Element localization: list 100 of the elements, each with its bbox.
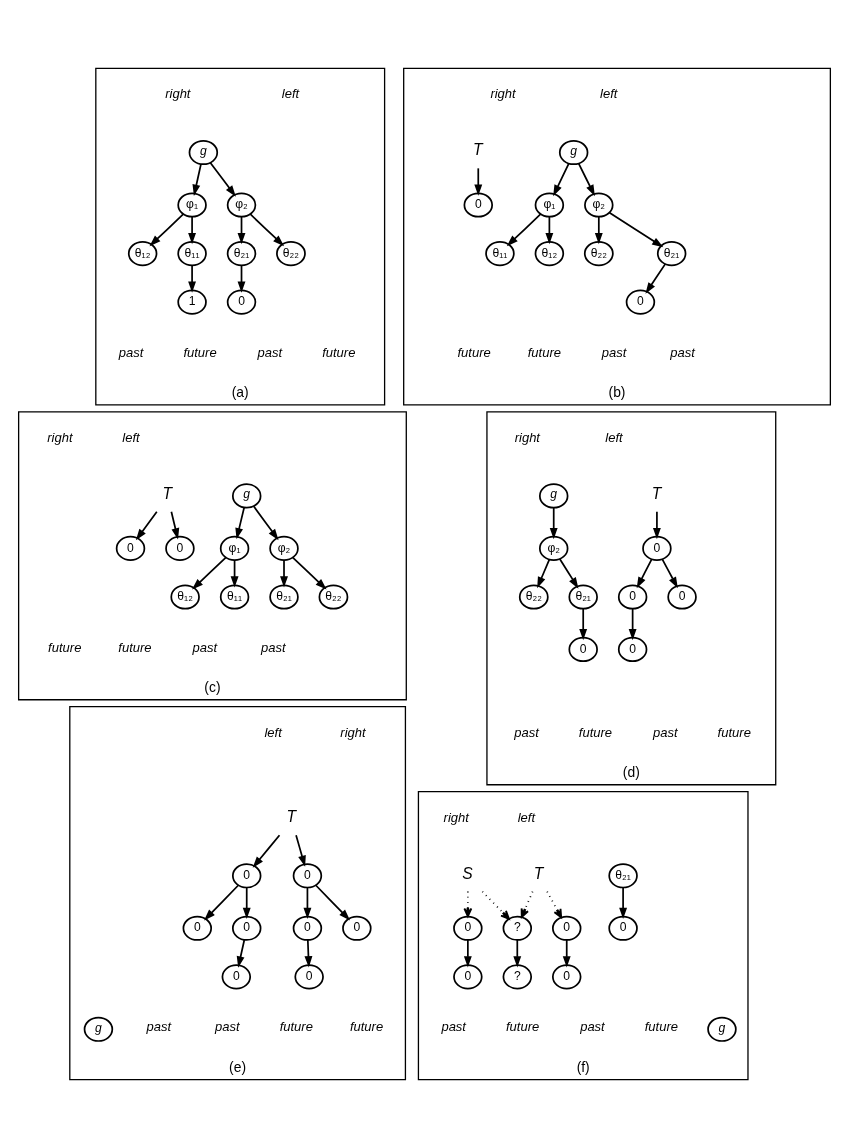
label: left	[605, 429, 623, 445]
node-ellipse: 0	[463, 191, 493, 218]
node-ellipse: g	[558, 139, 589, 165]
node-ellipse: θ₂₂	[518, 583, 549, 610]
node-ellipse: φ₂	[269, 535, 299, 561]
node-ellipse: 0	[221, 963, 252, 989]
node-ellipse: 0	[552, 915, 582, 941]
arrow	[628, 607, 637, 640]
label: future	[118, 639, 152, 655]
node-ellipse: 0	[568, 636, 598, 662]
arrow	[579, 607, 588, 640]
label: left	[600, 85, 618, 101]
node-ellipse: 0	[182, 915, 213, 941]
label: future	[506, 1018, 540, 1034]
arrow	[577, 162, 595, 196]
arrow	[192, 162, 202, 196]
node-ellipse: θ₂₂	[318, 583, 349, 610]
label: past	[670, 344, 695, 360]
label: right	[165, 85, 191, 101]
arrow	[249, 212, 285, 246]
node-ellipse: φ₂	[538, 535, 569, 561]
arrow	[188, 215, 197, 244]
node-ellipse: 0	[608, 915, 638, 941]
arrow	[292, 556, 327, 590]
node-ellipse: θ₁₁	[219, 583, 250, 610]
arrow	[608, 211, 664, 247]
label: left	[281, 85, 300, 101]
node-ellipse: g	[707, 1016, 737, 1042]
node-ellipse: 0	[294, 963, 324, 989]
arrow	[549, 506, 558, 539]
arrow	[636, 558, 653, 588]
node-ellipse: g	[231, 482, 262, 509]
node-ellipse: φ₂	[226, 191, 257, 218]
label: future	[183, 344, 217, 360]
node-ellipse: g	[538, 482, 569, 509]
node-ellipse: θ₂₁	[226, 240, 257, 266]
label: past	[192, 639, 218, 655]
label: right	[514, 429, 540, 445]
arrow	[546, 890, 563, 918]
node-ellipse: 1	[177, 289, 207, 315]
arrow	[204, 883, 240, 920]
arrow	[619, 886, 628, 919]
node-ellipse: θ₂₁	[568, 583, 598, 610]
label: future	[644, 1018, 679, 1034]
node-ellipse: 0	[231, 862, 262, 888]
arrow	[135, 510, 158, 540]
arrow	[235, 506, 245, 539]
arrow	[652, 510, 661, 539]
node-ellipse: φ₁	[219, 535, 250, 561]
label: future	[279, 1018, 313, 1034]
label: right	[47, 429, 73, 445]
label: past	[580, 1018, 605, 1034]
node-ellipse: φ₁	[534, 191, 565, 218]
label: future	[578, 724, 613, 740]
node-ellipse: 0	[617, 636, 648, 662]
arrow	[661, 558, 678, 588]
node-ellipse: 0	[667, 583, 697, 610]
arrow	[295, 833, 306, 867]
label: past	[257, 344, 283, 360]
node-ellipse: θ₁₁	[177, 240, 207, 266]
label: past	[653, 724, 678, 740]
arrow	[303, 886, 312, 919]
arrow	[645, 262, 667, 294]
node-ellipse: θ₂₁	[608, 862, 638, 888]
label: left	[264, 724, 282, 740]
node-ellipse: θ₁₂	[170, 583, 200, 610]
node-text: T	[286, 807, 297, 825]
arrow	[280, 558, 288, 588]
label: future	[457, 344, 491, 360]
label: past	[146, 1018, 172, 1034]
node-ellipse: 0	[165, 535, 195, 561]
node-ellipse: 0	[617, 583, 648, 610]
node-ellipse: 0	[115, 535, 146, 561]
node-ellipse: θ₂₂	[583, 240, 614, 266]
node-ellipse: φ₁	[177, 191, 207, 218]
label: left	[517, 809, 536, 825]
node-ellipse: g	[83, 1016, 114, 1042]
node-text: T	[473, 140, 483, 158]
label: past	[215, 1018, 240, 1034]
node-ellipse: g	[188, 139, 219, 165]
node-ellipse: 0	[226, 289, 257, 315]
arrow	[506, 212, 542, 246]
arrow	[304, 938, 313, 967]
label: past	[441, 1018, 466, 1034]
node-ellipse: φ₂	[584, 191, 614, 218]
arrow	[209, 161, 236, 197]
node-text: T	[651, 484, 662, 502]
arrow	[513, 938, 522, 967]
arrow	[562, 938, 571, 967]
node-ellipse: 0	[642, 535, 672, 561]
label: past	[118, 344, 144, 360]
node-ellipse: 0	[292, 862, 323, 888]
node-text: T	[162, 484, 173, 502]
node-ellipse: 0	[231, 915, 262, 941]
label: right	[340, 724, 366, 740]
node-ellipse: 0	[552, 963, 582, 989]
label: future	[48, 639, 82, 655]
arrow	[474, 167, 483, 196]
node-ellipse: 0	[453, 915, 483, 941]
node-ellipse: ?	[502, 963, 533, 989]
